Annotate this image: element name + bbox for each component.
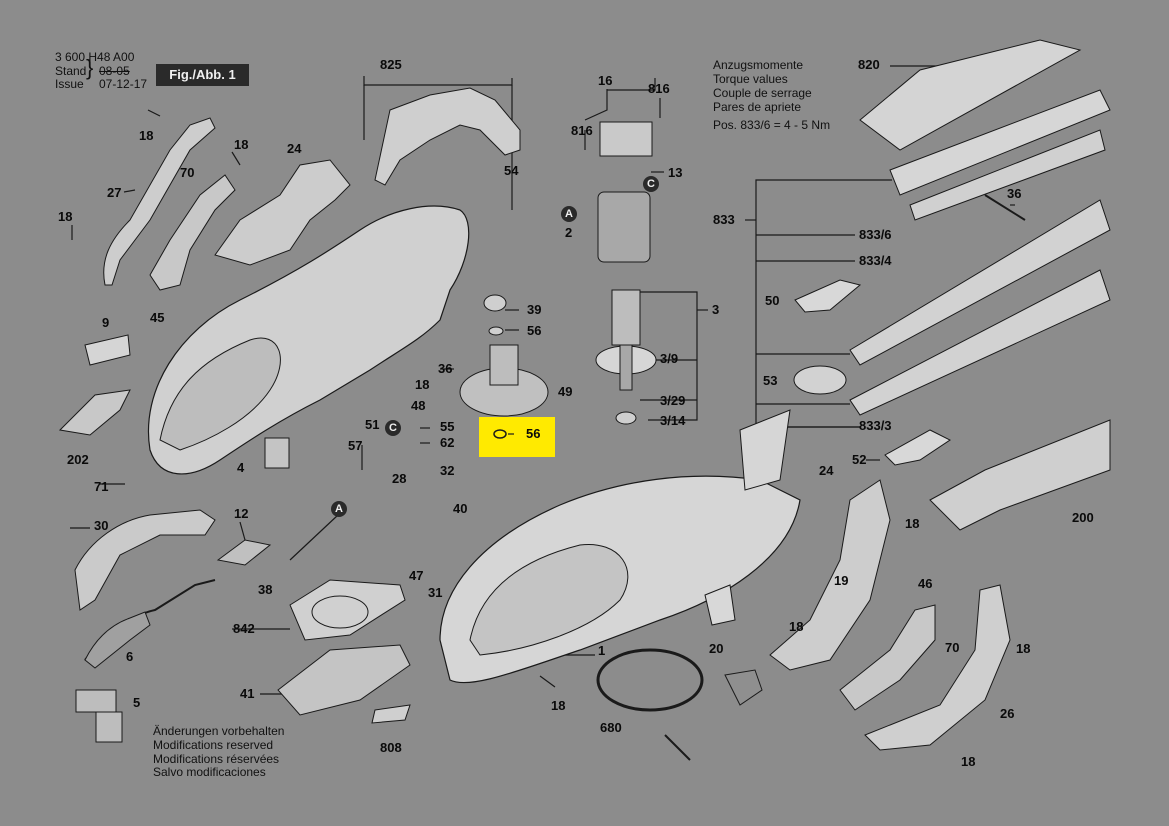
part-label-5[interactable]: 5 xyxy=(133,695,141,710)
part-label-53[interactable]: 53 xyxy=(763,373,778,388)
stator xyxy=(597,191,651,263)
part-label-18[interactable]: 18 xyxy=(58,209,73,224)
part-label-18[interactable]: 18 xyxy=(905,516,920,531)
old-date: 08-05 xyxy=(99,64,130,78)
circle-markers xyxy=(331,176,659,517)
part-label-833[interactable]: 833 xyxy=(713,212,735,227)
part-label-27[interactable]: 27 xyxy=(107,185,122,200)
torque-line: Anzugsmomente xyxy=(713,58,804,72)
handle-27 xyxy=(103,117,216,286)
part-label-71[interactable]: 71 xyxy=(94,479,109,494)
part-label-202[interactable]: 202 xyxy=(67,452,89,467)
part-label-808[interactable]: 808 xyxy=(380,740,402,755)
part-label-49[interactable]: 49 xyxy=(558,384,573,399)
part-label-31[interactable]: 31 xyxy=(428,585,443,600)
part-label-18[interactable]: 18 xyxy=(234,137,249,152)
part-label-40[interactable]: 40 xyxy=(453,501,468,516)
part-label-45[interactable]: 45 xyxy=(150,310,165,325)
part-label-62[interactable]: 62 xyxy=(440,435,455,450)
highlight-box[interactable] xyxy=(479,417,555,457)
part-label-70[interactable]: 70 xyxy=(945,640,960,655)
part-label-18[interactable]: 18 xyxy=(789,619,804,634)
part-label-3-14[interactable]: 3/14 xyxy=(660,413,686,428)
part-label-18[interactable]: 18 xyxy=(415,377,430,392)
part-label-38[interactable]: 38 xyxy=(258,582,273,597)
part-label-3-29[interactable]: 3/29 xyxy=(660,393,686,408)
new-date: 07-12-17 xyxy=(99,77,148,91)
part-label-56[interactable]: 56 xyxy=(527,323,542,338)
part-label-19[interactable]: 19 xyxy=(834,573,849,588)
part-label-833-6[interactable]: 833/6 xyxy=(859,227,892,242)
doc-number: 3 600 H48 A00 xyxy=(55,50,135,64)
part-label-18[interactable]: 18 xyxy=(961,754,976,769)
part-label-1[interactable]: 1 xyxy=(598,643,606,658)
part-label-18[interactable]: 18 xyxy=(551,698,566,713)
stand-label: Stand xyxy=(55,64,87,78)
issue-label: Issue xyxy=(55,77,84,91)
part-label-3[interactable]: 3 xyxy=(712,302,720,317)
part-label-833-4[interactable]: 833/4 xyxy=(859,253,892,268)
part-label-32[interactable]: 32 xyxy=(440,463,455,478)
changes-line: Salvo modificaciones xyxy=(153,765,266,779)
part-label-24[interactable]: 24 xyxy=(819,463,834,478)
part-label-28[interactable]: 28 xyxy=(392,471,407,486)
part-label-47[interactable]: 47 xyxy=(409,568,424,583)
part-label-825[interactable]: 825 xyxy=(380,57,402,72)
torque-line: Pos. 833/6 = 4 - 5 Nm xyxy=(713,118,831,132)
part-label-20[interactable]: 20 xyxy=(709,641,724,656)
marker-c: C xyxy=(389,422,397,434)
part-label-2[interactable]: 2 xyxy=(565,225,573,240)
part-label-30[interactable]: 30 xyxy=(94,518,109,533)
part-label-54[interactable]: 54 xyxy=(504,163,519,178)
part-label-18[interactable]: 18 xyxy=(1016,641,1031,656)
marker-a: A xyxy=(335,503,343,515)
torque-line: Pares de apriete xyxy=(713,100,802,114)
part-label-26[interactable]: 26 xyxy=(1000,706,1015,721)
part-label-39[interactable]: 39 xyxy=(527,302,542,317)
part-label-842[interactable]: 842 xyxy=(233,621,255,636)
highlight-part-56[interactable]: 56 xyxy=(526,426,541,441)
part-label-70[interactable]: 70 xyxy=(180,165,195,180)
part-label-36[interactable]: 36 xyxy=(438,361,453,376)
part-label-36[interactable]: 36 xyxy=(1007,186,1022,201)
part-label-3-9[interactable]: 3/9 xyxy=(660,351,679,366)
leader-825 xyxy=(363,76,513,86)
part-label-18[interactable]: 18 xyxy=(139,128,154,143)
part-label-820[interactable]: 820 xyxy=(858,57,880,72)
part-label-52[interactable]: 52 xyxy=(852,452,867,467)
marker-c: C xyxy=(647,178,655,190)
part-label-16[interactable]: 16 xyxy=(598,73,613,88)
changes-line: Änderungen vorbehalten xyxy=(153,724,285,738)
part-label-13[interactable]: 13 xyxy=(668,165,683,180)
part-label-6[interactable]: 6 xyxy=(126,649,134,664)
part-label-55[interactable]: 55 xyxy=(440,419,455,434)
part-label-51[interactable]: 51 xyxy=(365,417,380,432)
part-label-816[interactable]: 816 xyxy=(648,81,670,96)
part-label-200[interactable]: 200 xyxy=(1072,510,1094,525)
part-label-12[interactable]: 12 xyxy=(234,506,249,521)
handle-825 xyxy=(374,87,521,186)
torque-line: Torque values xyxy=(713,72,788,86)
part-label-50[interactable]: 50 xyxy=(765,293,780,308)
part-label-4[interactable]: 4 xyxy=(237,460,245,475)
figure-label: Fig./Abb. 1 xyxy=(156,64,249,86)
part-label-57[interactable]: 57 xyxy=(348,438,363,453)
part-label-24[interactable]: 24 xyxy=(287,141,302,156)
part-label-680[interactable]: 680 xyxy=(600,720,622,735)
part-label-48[interactable]: 48 xyxy=(411,398,426,413)
changes-line: Modifications réservées xyxy=(153,752,280,766)
part-label-41[interactable]: 41 xyxy=(240,686,255,701)
part-label-816[interactable]: 816 xyxy=(571,123,593,138)
part-label-9[interactable]: 9 xyxy=(102,315,110,330)
brace: } xyxy=(86,55,94,80)
torque-line: Couple de serrage xyxy=(713,86,812,100)
marker-a: A xyxy=(565,208,573,220)
part-label-46[interactable]: 46 xyxy=(918,576,933,591)
part-label-833-3[interactable]: 833/3 xyxy=(859,418,892,433)
changes-line: Modifications reserved xyxy=(153,738,274,752)
